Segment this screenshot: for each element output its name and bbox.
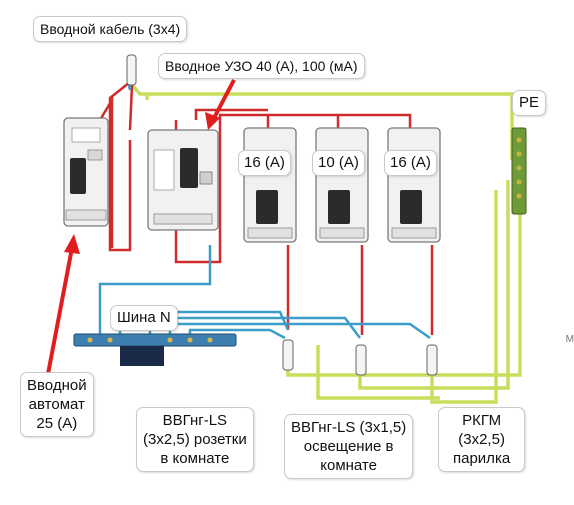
pe-label: PE: [512, 90, 547, 116]
cable-end-1: [282, 339, 294, 371]
cable-1-line-2: (3х2,5) розетки: [143, 431, 247, 448]
branch-breaker-1: [243, 127, 297, 243]
main-breaker-line-2: автомат: [28, 396, 85, 413]
breaker-2-rating: 10 (А): [312, 150, 365, 176]
cable-2-label: ВВГнг-LS (3х1,5) освещение в комнате: [284, 414, 414, 479]
main-breaker-device: [63, 117, 109, 227]
cable-end-2: [355, 344, 367, 376]
corner-mark: М: [565, 334, 574, 345]
input-cable-end: [126, 54, 137, 86]
breaker-3-rating: 16 (А): [384, 150, 437, 176]
cable-1-label: ВВГнг-LS (3х2,5) розетки в комнате: [136, 407, 254, 472]
branch-breaker-3: [387, 127, 441, 243]
cable-end-3: [426, 344, 438, 376]
branch-breaker-2: [315, 127, 369, 243]
main-breaker-label: Вводной автомат 25 (А): [20, 372, 94, 437]
cable-3-line-3: парилка: [453, 450, 511, 467]
breaker-1-rating: 16 (А): [238, 150, 291, 176]
pe-bus-bar: [511, 127, 527, 215]
n-bus-bar: [73, 333, 237, 366]
cable-3-label: РКГМ (3х2,5) парилка: [438, 407, 526, 472]
main-breaker-line-3: 25 (А): [36, 415, 78, 432]
cable-2-line-1: ВВГнг-LS (3х1,5): [291, 419, 407, 436]
cable-3-line-1: РКГМ: [462, 412, 502, 429]
cable-1-line-1: ВВГнг-LS: [162, 412, 228, 429]
rcd-device: [147, 129, 219, 231]
rcd-label: Вводное УЗО 40 (А), 100 (мА): [158, 53, 365, 79]
cable-2-line-3: комнате: [320, 457, 377, 474]
cable-1-line-3: в комнате: [160, 450, 230, 467]
pointer-arrows: [46, 79, 236, 375]
cable-3-line-2: (3х2,5): [458, 431, 505, 448]
input-cable-label: Вводной кабель (3х4): [33, 16, 188, 42]
cable-2-line-2: освещение в: [303, 438, 394, 455]
n-bus-label: Шина N: [110, 305, 178, 331]
main-breaker-line-1: Вводной: [27, 377, 87, 394]
